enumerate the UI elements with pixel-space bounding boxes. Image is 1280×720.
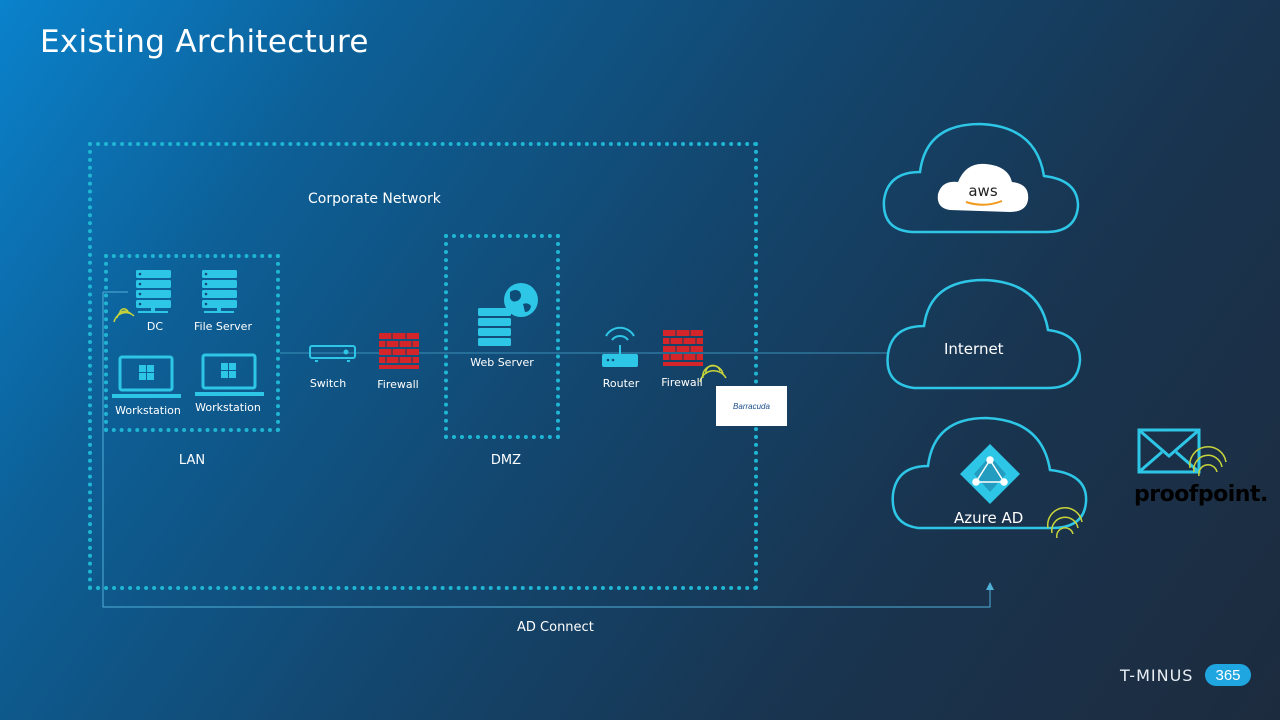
page-title: Existing Architecture bbox=[40, 24, 369, 60]
workstation-laptop-icon bbox=[112, 355, 181, 398]
wifi-icon bbox=[1046, 506, 1083, 539]
workstation-label: Workstation bbox=[195, 401, 261, 414]
lan-box bbox=[104, 254, 280, 432]
dc-server-icon bbox=[136, 270, 171, 313]
connection-lines bbox=[102, 291, 991, 608]
workstation-laptop-icon bbox=[195, 353, 264, 396]
dc-label: DC bbox=[146, 320, 164, 333]
barracuda-logo: Barracuda bbox=[716, 386, 787, 426]
dmz-box bbox=[444, 234, 560, 439]
web-server-icon bbox=[478, 283, 538, 346]
internet-cloud-icon bbox=[886, 278, 1082, 390]
envelope-icon bbox=[1137, 428, 1201, 474]
firewall-inner-icon bbox=[379, 333, 419, 369]
brand-name: T-MINUS bbox=[1120, 666, 1194, 685]
windows-logo-icon bbox=[139, 365, 154, 380]
brand-number-badge: 365 bbox=[1205, 664, 1251, 686]
switch-icon bbox=[309, 345, 356, 362]
web-server-label: Web Server bbox=[470, 356, 534, 369]
firewall-outer-icon bbox=[663, 330, 703, 366]
wifi-icon bbox=[699, 364, 727, 383]
internet-label: Internet bbox=[944, 340, 1004, 358]
lan-label: LAN bbox=[178, 453, 206, 468]
firewall-outer-label: Firewall bbox=[661, 376, 703, 389]
switch-label: Switch bbox=[309, 377, 347, 390]
aws-logo-icon bbox=[937, 163, 1029, 212]
azure-ad-label: Azure AD bbox=[954, 509, 1024, 527]
router-label: Router bbox=[602, 377, 640, 390]
ad-connect-label: AD Connect bbox=[517, 620, 594, 635]
workstation-label: Workstation bbox=[115, 404, 181, 417]
ad-connect-line bbox=[102, 292, 991, 608]
wifi-icon bbox=[113, 308, 135, 323]
aws-label: aws bbox=[968, 182, 998, 200]
wifi-icon bbox=[1189, 446, 1227, 477]
ad-connect-arrow-icon bbox=[986, 582, 994, 590]
file-server-label: File Server bbox=[194, 320, 252, 333]
file-server-icon bbox=[202, 270, 237, 313]
proofpoint-logo: proofpoint. bbox=[1134, 482, 1268, 507]
corporate-network-box bbox=[88, 142, 758, 590]
dmz-label: DMZ bbox=[490, 453, 522, 468]
aws-cloud-icon bbox=[882, 122, 1080, 234]
windows-logo-icon bbox=[221, 363, 236, 378]
corporate-network-label: Corporate Network bbox=[308, 191, 441, 207]
router-icon bbox=[602, 326, 638, 367]
azure-ad-cloud-icon bbox=[891, 416, 1088, 530]
azure-ad-logo-icon bbox=[960, 444, 1020, 504]
firewall-inner-label: Firewall bbox=[377, 378, 419, 391]
